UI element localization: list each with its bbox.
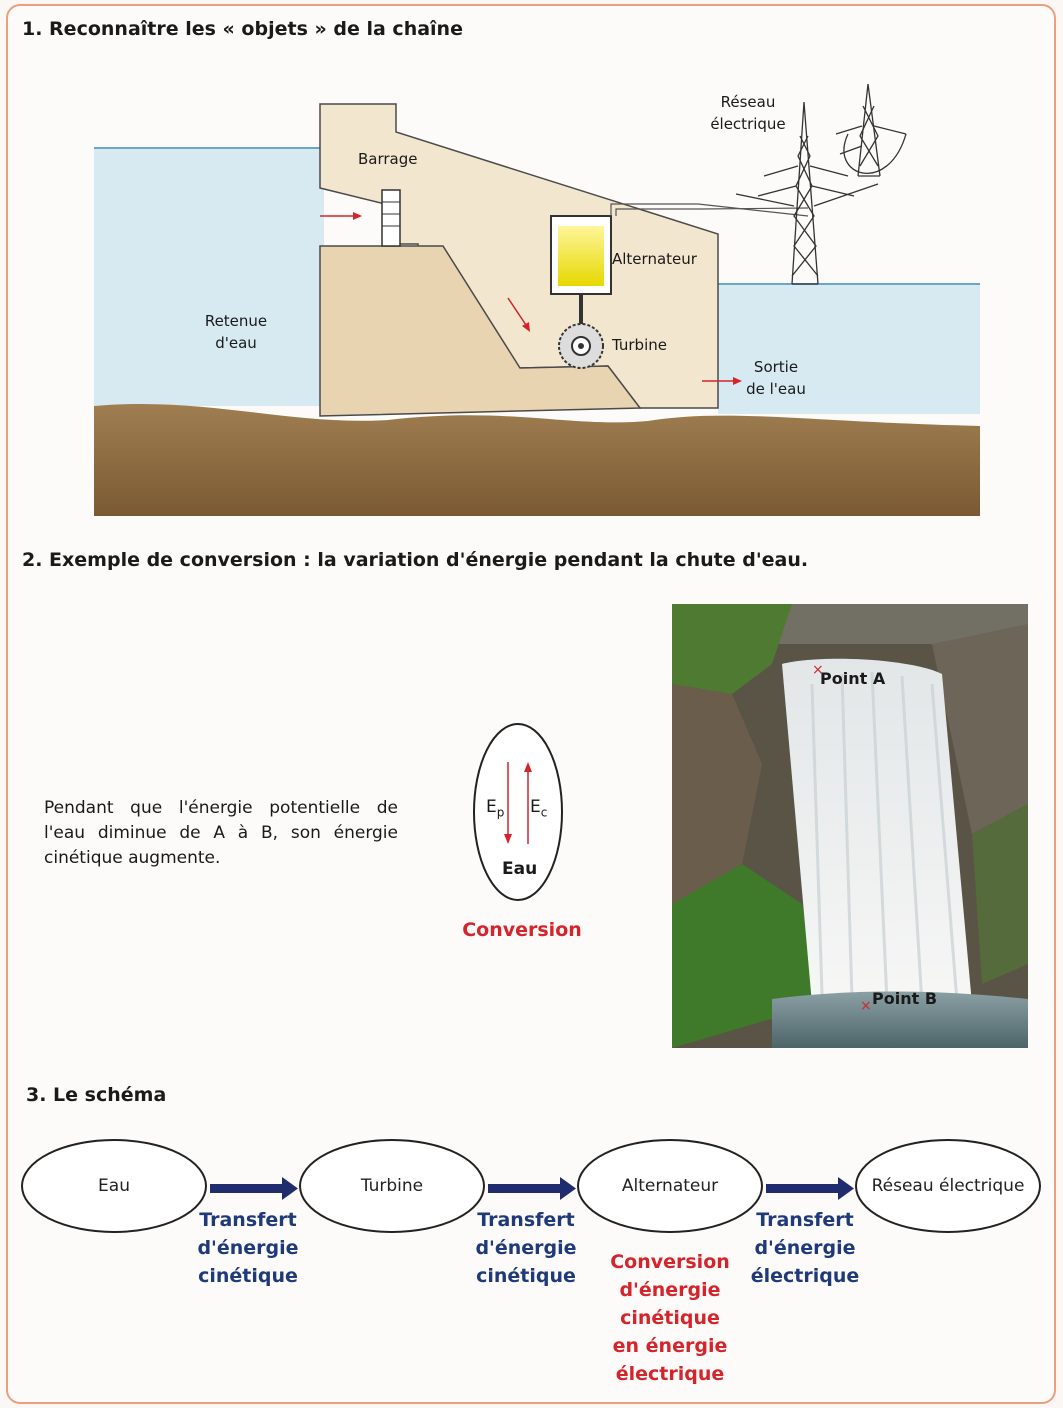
energy-oval [473,723,563,901]
eau-label: Eau [502,859,538,879]
conversion-label: Conversion [462,919,582,941]
ep-label: Ep [486,797,505,820]
node-alternateur-oval [577,1139,763,1233]
link-transfert-2: Transfert d'énergie cinétique [475,1209,577,1287]
label-reseau: Réseau électrique [710,93,786,133]
reservoir-water [94,148,324,406]
arrows [210,1177,854,1200]
svg-text:×: × [860,998,872,1014]
node-eau: Eau [98,1176,130,1196]
section3-title: 3. Le schéma [26,1084,167,1106]
pylon-icon [735,83,907,285]
node-reseau-oval [855,1139,1041,1233]
label-alternateur: Alternateur [612,250,697,268]
dam-gate [381,189,401,247]
link-transfert-1: Transfert d'énergie cinétique [197,1209,299,1287]
ground [94,403,980,516]
label-retenue: Retenue d'eau [204,312,268,352]
node-reseau: Réseau électrique [871,1176,1025,1196]
chain-diagram [21,1139,1041,1233]
svg-text:×: × [812,662,824,678]
conversion-paragraph: Pendant que l'énergie potentielle de l'e… [44,798,398,868]
section1-title: 1. Reconnaître les « objets » de la chaî… [22,18,463,40]
node-eau-oval [21,1139,207,1233]
label-turbine: Turbine [612,336,667,354]
ec-label: Ec [530,797,548,820]
section2-title: 2. Exemple de conversion : la variation … [22,549,809,571]
dam-diagram [94,83,980,516]
point-a-label: Point A [820,669,886,688]
waterfall-photo: × × [672,604,1028,1048]
page-frame: 1. Reconnaître les « objets » de la chaî… [6,4,1056,1404]
outflow-water [718,284,980,414]
label-sortie: Sortie de l'eau [746,358,806,398]
link-transfert-3: Transfert d'énergie électrique [750,1209,860,1287]
point-b-label: Point B [872,989,938,1008]
node-turbine: Turbine [360,1176,424,1196]
label-barrage: Barrage [358,150,418,168]
conversion-electrique: Conversion d'énergie cinétique en énergi… [610,1251,730,1385]
node-alternateur: Alternateur [621,1176,719,1196]
node-turbine-oval [299,1139,485,1233]
